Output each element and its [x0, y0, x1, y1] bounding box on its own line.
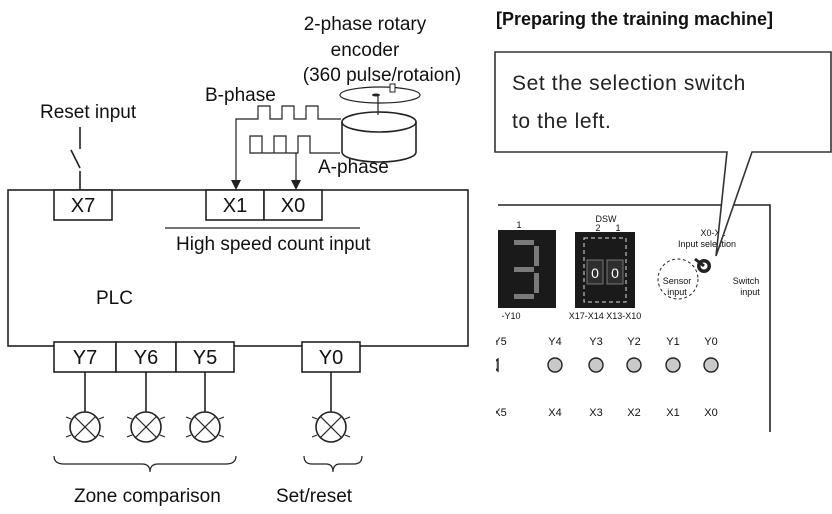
dsw-digit-2: 2 [595, 223, 600, 233]
y10-label: -Y10 [501, 311, 520, 321]
x1-label: X1 [666, 407, 679, 419]
lamp-y5-icon [185, 372, 225, 443]
led-y1-icon [665, 357, 681, 373]
led-y2-icon [626, 357, 642, 373]
x0-label: X0 [704, 407, 717, 419]
terminal-x7 [53, 189, 113, 221]
zone-brace [53, 455, 237, 473]
dsw-value-1: 0 [611, 265, 619, 281]
encoder-title-line2: encoder [331, 40, 400, 61]
y4-label: Y4 [548, 336, 561, 348]
terminal-y0 [301, 341, 361, 373]
callout-box [494, 51, 832, 257]
y0-label: Y0 [704, 336, 717, 348]
reset-switch-icon [70, 149, 81, 169]
led-y3-icon [588, 357, 604, 373]
x4-label: X4 [548, 407, 561, 419]
seg-digit-label: 1 [516, 220, 521, 230]
b-phase-label: B-phase [205, 85, 276, 106]
terminal-x0 [263, 189, 323, 221]
sensor-label-line1: Sensor [663, 276, 692, 286]
dsw-digit-1: 1 [615, 223, 620, 233]
led-y4-icon [547, 357, 563, 373]
y2-label: Y2 [627, 336, 640, 348]
terminal-y6-label: Y6 [134, 347, 158, 369]
selection-label-line2: Input selection [678, 239, 736, 249]
dsw-value-2: 0 [591, 265, 599, 281]
section-heading: [Preparing the training machine] [496, 9, 773, 29]
callout-line1: Set the selection switch [512, 72, 746, 95]
dsw-body [575, 232, 635, 308]
setreset-label: Set/reset [276, 486, 353, 507]
a-phase-label: A-phase [318, 157, 389, 178]
b-phase-waveform [235, 105, 341, 188]
rotary-encoder-icon [339, 83, 421, 163]
x2-label: X2 [627, 407, 640, 419]
setreset-brace [303, 455, 363, 473]
encoder-title-line3: (360 pulse/rotaion) [303, 65, 461, 86]
lamp-y7-icon [65, 372, 105, 443]
y3-label: Y3 [589, 336, 602, 348]
terminal-x7-label: X7 [71, 195, 95, 217]
lamp-y6-icon [126, 372, 166, 443]
encoder-title-line1: 2-phase rotary [304, 14, 427, 35]
led-y0-icon [703, 357, 719, 373]
seven-seg-digit-icon [514, 240, 539, 299]
switch-label-line1: Switch [733, 276, 760, 286]
terminal-x0-label: X0 [281, 195, 305, 217]
x5-label: X5 [493, 407, 506, 419]
terminal-x1 [205, 189, 265, 221]
callout-line2: to the left. [512, 110, 611, 133]
sensor-select-ring [657, 258, 699, 300]
a-phase-waveform [249, 135, 340, 188]
zone-comparison-label: Zone comparison [74, 486, 221, 507]
selection-switch-icon[interactable] [694, 257, 711, 273]
plc-label: PLC [96, 288, 133, 309]
dsw-label: DSW [596, 214, 618, 224]
switch-label-line2: input [740, 287, 760, 297]
terminal-x1-label: X1 [223, 195, 247, 217]
lamp-y0-icon [311, 372, 351, 443]
y5-label: Y5 [493, 336, 506, 348]
terminal-y7-label: Y7 [73, 347, 97, 369]
selection-label-line1: X0-X2 [700, 228, 725, 238]
high-speed-label: High speed count input [176, 234, 371, 255]
sensor-label-line2: input [667, 287, 687, 297]
dsw-digit-2-wheel[interactable] [586, 259, 604, 285]
terminal-y5-label: Y5 [193, 347, 217, 369]
dsw-digit-1-wheel[interactable] [606, 259, 624, 285]
reset-input-label: Reset input [40, 102, 137, 123]
panel-outline [498, 204, 771, 432]
terminal-y0-label: Y0 [319, 347, 343, 369]
x3-label: X3 [589, 407, 602, 419]
terminal-y5 [175, 341, 235, 373]
dsw-range-label: X17-X14 X13-X10 [569, 311, 642, 321]
y1-label: Y1 [666, 336, 679, 348]
